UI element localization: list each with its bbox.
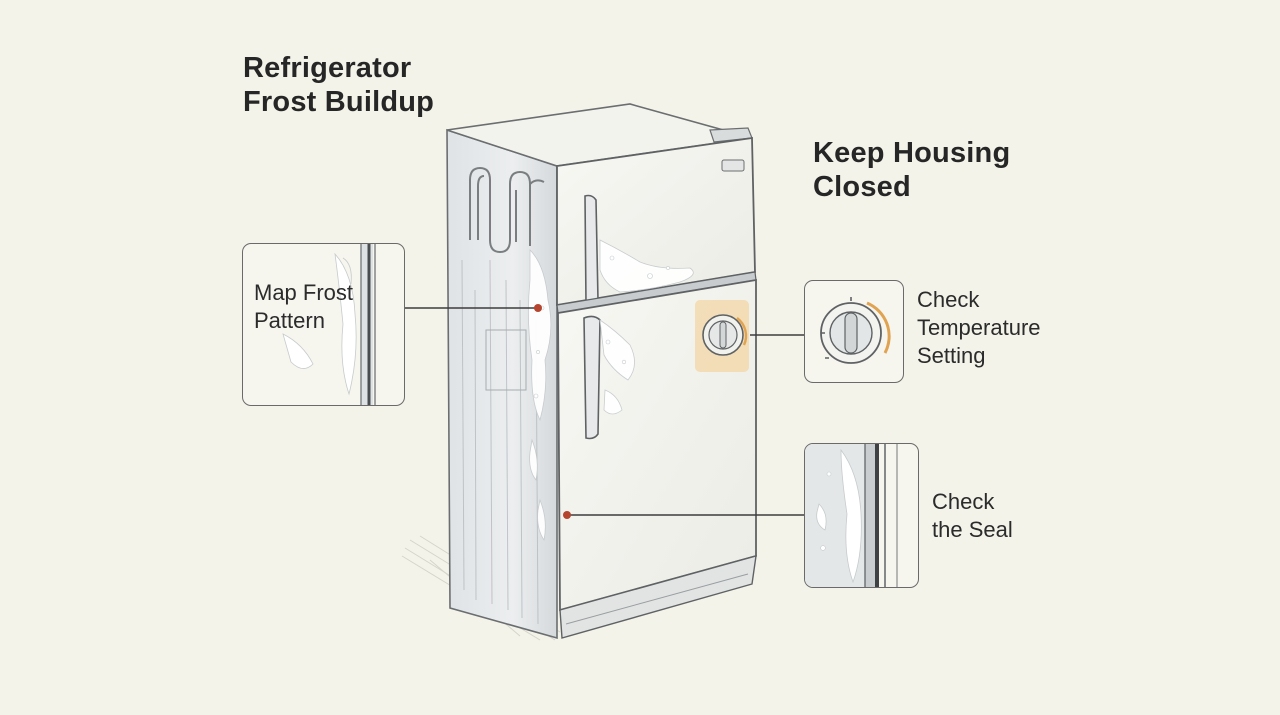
temperature-callout (804, 280, 904, 383)
title-line: Frost Buildup (243, 86, 435, 118)
leader-lines (404, 307, 804, 516)
label-line: Setting (917, 343, 986, 368)
label-line: the Seal (932, 517, 1013, 542)
diagram-title: Refrigerator Frost Buildup (243, 51, 434, 119)
seal-label: Check the Seal (932, 488, 1013, 544)
housing-heading: Keep Housing Closed (813, 136, 1010, 204)
label-line: Check (932, 489, 995, 514)
thermostat-dial-closeup (820, 297, 891, 364)
temperature-label: Check Temperature Setting (917, 286, 1041, 370)
seal-callout (804, 443, 919, 588)
freezer-badge (721, 159, 745, 172)
title-line: Refrigerator (243, 52, 412, 84)
thermostat-dial-small (702, 314, 748, 356)
freezer-handle (584, 194, 599, 306)
heading-line: Closed (813, 171, 911, 203)
marker-dot-seal (563, 511, 571, 519)
marker-dot-frost (534, 304, 542, 312)
label-line: Map Frost (254, 280, 354, 305)
door-seal-closeup (805, 444, 898, 587)
fridge-base (559, 555, 757, 639)
label-line: Temperature (917, 315, 1041, 340)
frost-patches (528, 239, 694, 542)
fridge-handle (583, 315, 601, 440)
heading-line: Keep Housing (813, 137, 1011, 169)
label-line: Check (917, 287, 980, 312)
frost-pattern-callout (242, 243, 405, 406)
frost-speckles (533, 255, 670, 399)
condenser-coils (469, 166, 545, 254)
label-line: Pattern (254, 308, 325, 333)
frost-pattern-closeup (282, 244, 376, 405)
side-inset-panel (485, 329, 527, 391)
frost-pattern-label: Map Frost Pattern (254, 279, 353, 335)
